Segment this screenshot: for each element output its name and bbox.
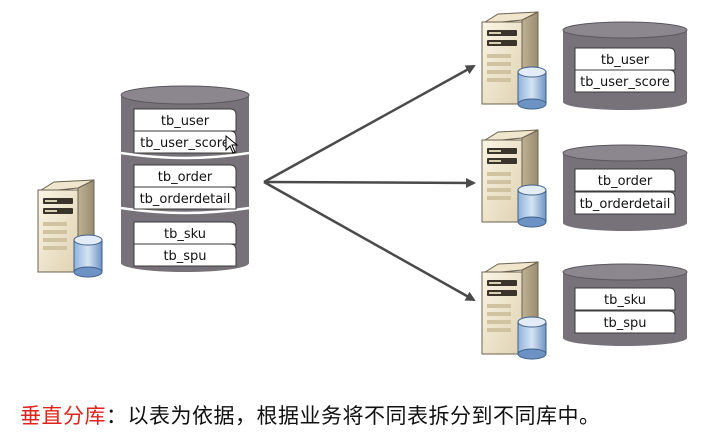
table-name-label: tb_spu xyxy=(603,316,646,331)
target-db-1-table-tb-user: tb_user xyxy=(574,47,676,71)
caption-highlight: 垂直分库 xyxy=(20,404,106,428)
caption-separator: ： xyxy=(106,404,128,428)
table-name-label: tb_sku xyxy=(604,293,646,308)
arrow-to-db-2 xyxy=(263,177,476,188)
table-name-label: tb_orderdetail xyxy=(580,197,671,212)
table-name-label: tb_user_score xyxy=(580,75,670,90)
source-table-tb-sku: tb_sku xyxy=(133,221,237,245)
target-server-2-icon xyxy=(481,129,547,228)
split-arrows xyxy=(263,64,476,302)
table-name-label: tb_spu xyxy=(163,249,206,264)
target-db-2-table-tb-order: tb_order xyxy=(574,168,676,192)
source-table-tb-user-score: tb_user_score xyxy=(133,130,237,154)
target-db-1-table-tb-user-score: tb_user_score xyxy=(574,69,676,93)
table-name-label: tb_user xyxy=(601,53,650,68)
table-name-label: tb_orderdetail xyxy=(140,192,231,207)
target-server-1-icon xyxy=(481,11,547,110)
source-server-icon xyxy=(37,179,103,278)
arrow-to-db-1 xyxy=(263,64,476,184)
target-server-3-icon xyxy=(481,261,547,360)
arrow-to-db-3 xyxy=(263,180,476,302)
table-name-label: tb_user_score xyxy=(140,136,230,151)
source-table-tb-orderdetail: tb_orderdetail xyxy=(133,186,237,210)
target-db-3-table-tb-sku: tb_sku xyxy=(574,287,676,311)
mouse-cursor-icon xyxy=(225,134,239,154)
source-table-tb-spu: tb_spu xyxy=(133,243,237,267)
caption: 垂直分库：以表为依据，根据业务将不同表拆分到不同库中。 xyxy=(20,400,601,430)
table-name-label: tb_order xyxy=(598,174,653,189)
target-db-2-table-tb-orderdetail: tb_orderdetail xyxy=(574,191,676,215)
target-db-3-table-tb-spu: tb_spu xyxy=(574,310,676,334)
caption-text: 以表为依据，根据业务将不同表拆分到不同库中。 xyxy=(127,404,601,428)
source-table-tb-user: tb_user xyxy=(133,108,237,132)
table-name-label: tb_sku xyxy=(164,227,206,242)
table-name-label: tb_user xyxy=(161,114,210,129)
table-name-label: tb_order xyxy=(158,170,213,185)
source-table-tb-order: tb_order xyxy=(133,164,237,188)
